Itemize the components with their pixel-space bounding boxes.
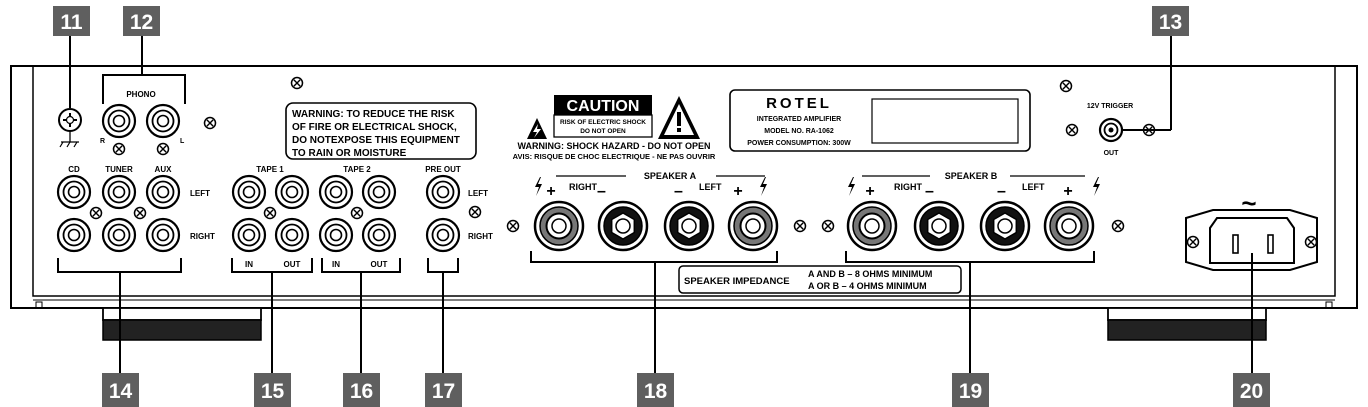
spk-a-left-label: LEFT [699,182,722,192]
brand-logo: ROTEL [766,95,832,112]
impedance-label: SPEAKER IMPEDANCE [684,276,790,287]
callout-20: 20 [1240,380,1263,403]
spk-a-plus-left: + [733,183,742,200]
spk-a-minus-right: – [597,183,606,200]
right-label: RIGHT [190,232,215,241]
callout-13: 13 [1159,11,1182,34]
line-inputs: CD TUNER AUX LEFT RIGHT [56,165,215,253]
left-foot [102,307,262,341]
model-line-3: POWER CONSUMPTION: 300W [747,140,851,147]
warning-line-3: DO NOTEXPOSE THIS EQUIPMENT [292,135,460,146]
phono-label: PHONO [126,90,155,99]
warning-line-1: WARNING: TO REDUCE THE RISK [292,109,455,120]
speaker-a-terminals: SPEAKER A + RIGHT – – LEFT + [533,171,779,252]
spk-b-right-label: RIGHT [894,182,923,192]
caution-block: CAUTION RISK OF ELECTRIC SHOCK DO NOT OP… [513,95,716,161]
callout-16: 16 [350,380,373,403]
callout-numbers: 11 12 13 14 15 16 17 18 19 20 [53,6,1270,407]
callout-11: 11 [60,11,83,34]
callout-18: 18 [644,380,668,403]
spk-b-minus-left: – [997,183,1006,200]
spk-a-plus-right: + [546,183,555,200]
cd-label: CD [68,165,80,174]
pre-out-label: PRE OUT [425,165,461,174]
callout-15: 15 [261,380,285,403]
model-plate: ROTEL INTEGRATED AMPLIFIER MODEL NO. RA-… [729,89,1031,152]
tape2-out-label: OUT [371,260,388,269]
pre-out-jacks: PRE OUT LEFT RIGHT [425,165,493,253]
tape1-out-label: OUT [284,260,301,269]
caution-title: CAUTION [567,98,640,115]
impedance-line-2: A OR B – 4 OHMS MINIMUM [808,281,927,291]
speaker-b-terminals: SPEAKER B + RIGHT – – LEFT + [846,171,1100,252]
spk-a-right-label: RIGHT [569,182,598,192]
caution-sub-1: RISK OF ELECTRIC SHOCK [560,119,646,126]
tape1-label: TAPE 1 [256,165,284,174]
left-label: LEFT [190,189,210,198]
warning-line-4: TO RAIN OR MOISTURE [292,148,407,159]
model-line-2: MODEL NO. RA-1062 [764,128,834,135]
tape1-jacks: TAPE 1 IN OUT [231,165,310,269]
tape2-jacks: TAPE 2 IN OUT [318,165,397,269]
spk-b-plus-right: + [865,183,874,200]
spk-b-left-label: LEFT [1022,182,1045,192]
shock-warning-text: WARNING: SHOCK HAZARD - DO NOT OPEN [518,141,711,151]
right-foot [1107,307,1267,341]
tape2-in-label: IN [332,260,340,269]
ac-inlet: ~ [1185,188,1318,271]
caution-sub-2: DO NOT OPEN [580,128,626,135]
trigger-label: 12V TRIGGER [1087,103,1133,110]
spk-b-minus-right: – [925,183,934,200]
trigger-jack: 12V TRIGGER OUT [1087,103,1133,157]
spk-a-minus-left: – [674,183,683,200]
callout-14: 14 [109,380,133,403]
trigger-out-label: OUT [1104,150,1120,157]
callout-12: 12 [130,11,153,34]
phono-r-label: R [100,138,105,145]
speaker-a-label: SPEAKER A [644,171,697,181]
impedance-box: SPEAKER IMPEDANCE A AND B – 8 OHMS MINIM… [678,265,962,294]
tape2-label: TAPE 2 [343,165,371,174]
ground-terminal [58,108,82,148]
speaker-b-label: SPEAKER B [945,171,998,181]
spk-b-plus-left: + [1063,183,1072,200]
tape1-in-label: IN [245,260,253,269]
impedance-line-1: A AND B – 8 OHMS MINIMUM [808,269,932,279]
phono-inputs: PHONO R L [100,90,185,145]
model-line-1: INTEGRATED AMPLIFIER [757,116,841,123]
warning-box: WARNING: TO REDUCE THE RISK OF FIRE OR E… [285,102,477,160]
aux-label: AUX [155,165,173,174]
tuner-label: TUNER [105,165,133,174]
callout-17: 17 [432,380,455,403]
callout-19: 19 [959,380,982,403]
warning-line-2: OF FIRE OR ELECTRICAL SHOCK, [292,122,457,133]
pre-out-right-label: RIGHT [468,232,493,241]
avis-text: AVIS: RISQUE DE CHOC ELECTRIQUE - NE PAS… [513,152,716,161]
phono-l-label: L [180,138,185,145]
callout-leaders [57,36,1253,373]
pre-out-left-label: LEFT [468,189,488,198]
